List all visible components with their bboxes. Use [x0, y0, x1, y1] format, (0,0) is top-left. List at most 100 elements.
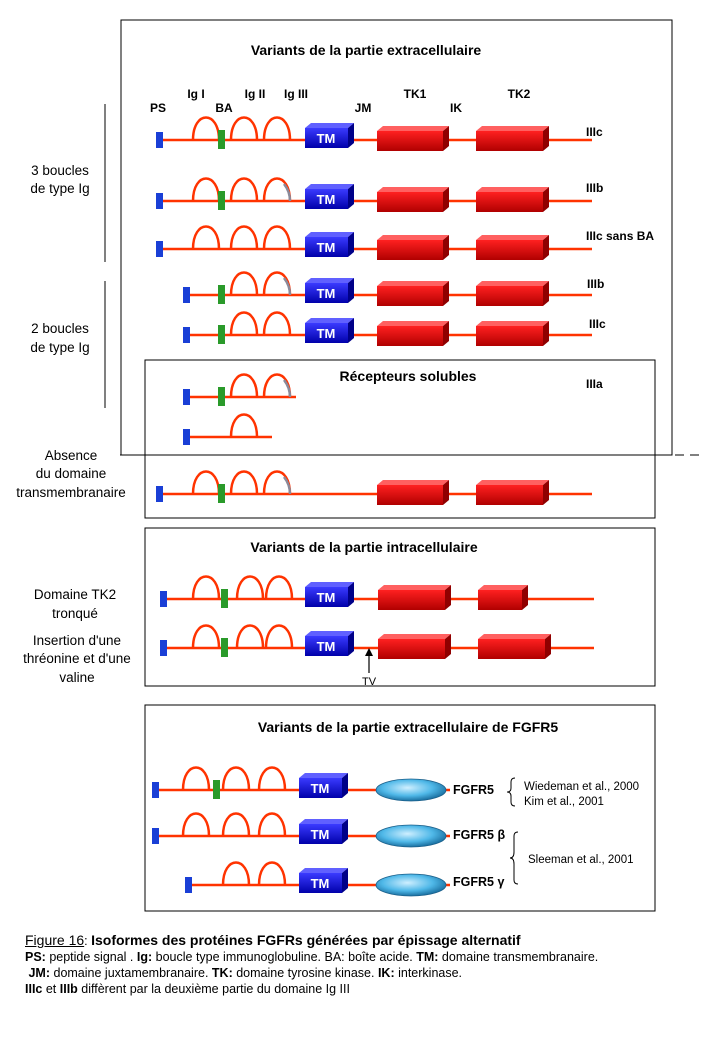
ig-loop	[221, 766, 251, 791]
ig-loop	[191, 575, 221, 600]
tk1-domain	[378, 590, 445, 610]
signal-peptide	[183, 327, 190, 343]
tk2-domain-side	[522, 585, 528, 610]
ref-wiedeman: Wiedeman et al., 2000	[524, 781, 639, 793]
caption-figure-number: Figure 16	[25, 932, 85, 948]
label-tk2-truncated-2: tronqué	[52, 606, 98, 621]
tm-top	[305, 232, 354, 237]
tk2-domain-side	[545, 634, 551, 659]
caption-jm-abbr: JM:	[28, 966, 51, 980]
tm-side	[348, 278, 354, 303]
row-soluble-iiia	[183, 373, 296, 406]
fgfr5-labels: FGFR5 FGFR5 β FGFR5 γ	[453, 783, 505, 889]
header-ig2: Ig II	[245, 87, 266, 101]
ref-sleeman: Sleeman et al., 2001	[528, 854, 634, 866]
variant-label-r4: IIIb	[587, 277, 604, 291]
ig-loop	[264, 624, 294, 649]
tk2-domain-top	[476, 321, 549, 326]
tm-top	[305, 318, 354, 323]
tk2-domain-side	[543, 187, 549, 212]
row-tk2-truncated: TM	[160, 575, 594, 610]
tk2-domain-top	[476, 187, 549, 192]
signal-peptide	[183, 429, 190, 445]
tv-arrow-head	[365, 648, 373, 656]
signal-peptide	[152, 782, 159, 798]
tk2-domain	[476, 326, 543, 346]
caption-ps-abbr: PS:	[25, 950, 46, 964]
tm-domain	[305, 237, 348, 257]
fgfr-isoforms-diagram: Variants de la partie extracellulaire Ré…	[16, 19, 700, 912]
tm-top	[299, 868, 348, 873]
tk2-domain	[478, 639, 545, 659]
ig-loop	[191, 116, 221, 141]
ig-loop	[229, 177, 259, 202]
ig-loop	[264, 575, 294, 600]
header-ik: IK	[450, 101, 462, 115]
ig-loop	[235, 624, 265, 649]
tk1-domain	[377, 485, 443, 505]
side-labels: 3 boucles de type Ig 2 boucles de type I…	[16, 163, 131, 685]
caption-jm-text: domaine juxtamembranaire.	[50, 966, 212, 980]
tm-label: TM	[311, 781, 330, 796]
signal-peptide	[160, 640, 167, 656]
row-soluble-short	[183, 413, 272, 445]
header-tk2: TK2	[508, 87, 531, 101]
tk2-domain-side	[543, 480, 549, 505]
tv-insertion-marker: TV	[362, 648, 377, 688]
row-fgfr5-gamma: TM	[185, 861, 450, 897]
tm-label: TM	[317, 639, 336, 654]
fgfr5-label-2: FGFR5 β	[453, 828, 505, 842]
tv-label: TV	[362, 676, 377, 688]
caption-iiib: IIIb	[59, 982, 78, 996]
acid-box	[218, 325, 225, 344]
acid-box	[218, 484, 225, 503]
label-no-tm-3: transmembranaire	[16, 485, 126, 500]
row-two-loops-iiic: TM	[183, 311, 592, 346]
header-ig3: Ig III	[284, 87, 308, 101]
tm-label: TM	[317, 286, 336, 301]
ig-loop	[257, 766, 287, 791]
label-three-loops-2: de type Ig	[30, 181, 89, 196]
tk1-domain-side	[443, 235, 449, 260]
fgfr5-label-3: FGFR5 γ	[453, 875, 504, 889]
tk2-domain-side	[543, 235, 549, 260]
label-three-loops-1: 3 boucles	[31, 163, 89, 178]
tm-domain	[305, 636, 348, 656]
tm-label: TM	[311, 876, 330, 891]
caption-et: et	[42, 982, 60, 996]
variant-label-r1: IIIc	[586, 125, 603, 139]
tk2-domain	[476, 485, 543, 505]
tk1-domain-top	[377, 187, 449, 192]
ig-loop	[262, 177, 292, 202]
tm-label: TM	[311, 827, 330, 842]
ig-loop	[229, 311, 259, 336]
ig-loop	[221, 861, 251, 886]
label-insertion-2: thréonine et d'une	[23, 651, 131, 666]
label-no-tm-2: du domaine	[36, 466, 107, 481]
caption-ps-text: peptide signal .	[45, 950, 137, 964]
tk1-domain-top	[377, 480, 449, 485]
caption-ik-text: interkinase.	[394, 966, 463, 980]
fgfr5-cytoplasmic-ellipse	[375, 824, 447, 848]
tm-label: TM	[317, 192, 336, 207]
acid-box	[213, 780, 220, 799]
tm-top	[299, 819, 348, 824]
tk2-domain-side	[543, 321, 549, 346]
label-tk2-truncated-1: Domaine TK2	[34, 587, 116, 602]
variant-label-r2: IIIb	[586, 181, 603, 195]
caption-title: Isoformes des protéines FGFRs générées p…	[91, 932, 521, 948]
ig-loop	[262, 373, 292, 398]
tm-top	[305, 278, 354, 283]
row-fgfr5: TM	[152, 766, 450, 802]
ig-loop	[262, 311, 292, 336]
row-tv-insertion: TM	[160, 624, 594, 659]
label-two-loops-1: 2 boucles	[31, 321, 89, 336]
tk2-domain	[478, 590, 522, 610]
signal-peptide	[156, 132, 163, 148]
signal-peptide	[185, 877, 192, 893]
caption-differ: diffèrent par la deuxième partie du doma…	[77, 982, 350, 996]
acid-box	[218, 285, 225, 304]
ig-loop-variant-segment	[283, 379, 292, 398]
ig-loop	[229, 225, 259, 250]
ig-loop	[229, 373, 259, 398]
